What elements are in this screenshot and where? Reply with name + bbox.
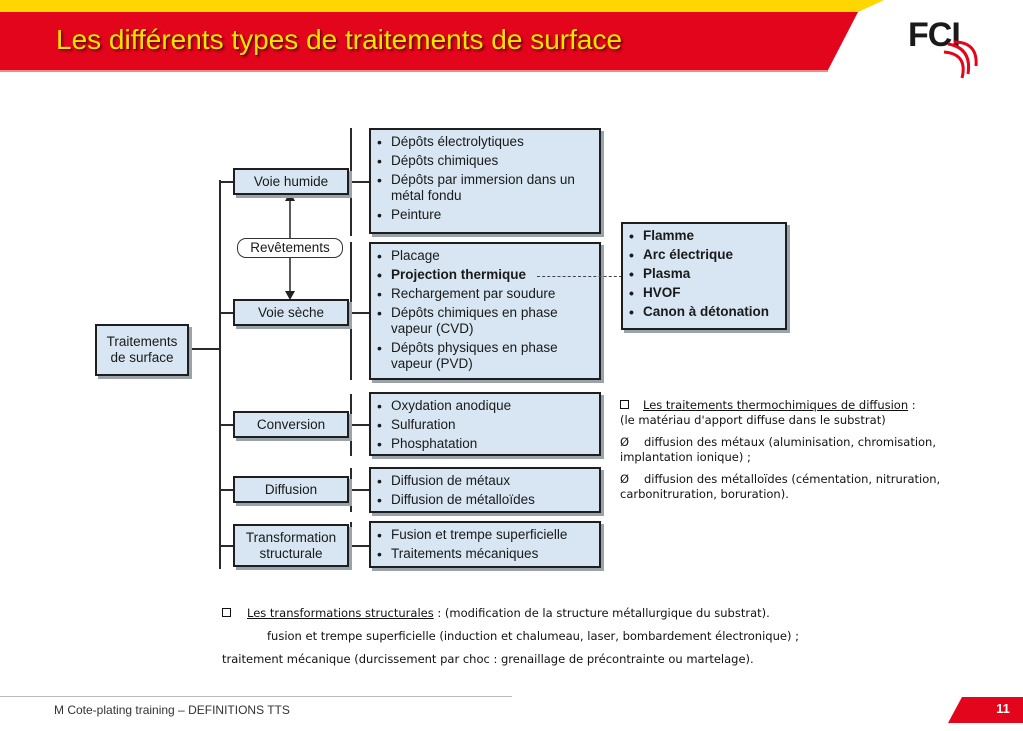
- footer-text: M Cote-plating training – DEFINITIONS TT…: [54, 703, 290, 717]
- trunk-line: [219, 180, 221, 569]
- fci-logo: FCI: [902, 10, 992, 80]
- branch-diffusion: [219, 489, 234, 491]
- items-voie-seche: Placage Projection thermique Rechargemen…: [369, 242, 601, 380]
- category-label: Conversion: [256, 416, 326, 432]
- list-item: Sulfuration: [377, 417, 593, 433]
- category-label: Voie sèche: [257, 304, 325, 320]
- branch-conversion: [219, 424, 234, 426]
- category-label: Diffusion: [264, 481, 318, 497]
- header-bar: [0, 0, 884, 72]
- root-box: Traitements de surface: [95, 324, 189, 376]
- list-item: Dépôts chimiques en phase vapeur (CVD): [377, 305, 593, 337]
- items-conversion: Oxydation anodique Sulfuration Phosphata…: [369, 392, 601, 456]
- list-item: Rechargement par soudure: [377, 286, 593, 302]
- items-diffusion: Diffusion de métaux Diffusion de métallo…: [369, 467, 601, 513]
- structural-note-line2: traitement mécanique (durcissement par c…: [222, 652, 754, 666]
- category-diffusion: Diffusion: [233, 476, 349, 503]
- category-voie-humide: Voie humide: [233, 168, 349, 195]
- slide-title: Les différents types de traitements de s…: [56, 24, 623, 55]
- branch-voie-seche: [219, 312, 234, 314]
- thermo-note-line2: diffusion des métalloïdes (cémentation, …: [620, 472, 941, 501]
- checkbox-bullet-icon: [620, 400, 629, 409]
- list-item: Dépôts par immersion dans un métal fondu: [377, 172, 593, 204]
- items-projection-thermique: Flamme Arc électrique Plasma HVOF Canon …: [621, 222, 787, 330]
- arrow-bullet-icon: Ø: [620, 472, 630, 486]
- root-connector: [188, 348, 220, 350]
- vs-bracket-stub: [347, 312, 369, 314]
- list-item: Diffusion de métalloïdes: [377, 492, 593, 508]
- list-item: Plasma: [629, 266, 779, 282]
- list-item: Placage: [377, 248, 593, 264]
- thermo-note: Les traitements thermochimiques de diffu…: [620, 398, 970, 502]
- projection-dashed-link: [537, 276, 622, 277]
- list-item: Phosphatation: [377, 436, 593, 452]
- branch-transformation: [219, 545, 234, 547]
- structural-note: Les transformations structurales : (modi…: [222, 606, 862, 667]
- list-item: Dépôts chimiques: [377, 153, 593, 169]
- list-item: HVOF: [629, 285, 779, 301]
- items-voie-humide: Dépôts électrolytiques Dépôts chimiques …: [369, 128, 601, 234]
- list-item: Arc électrique: [629, 247, 779, 263]
- root-label: Traitements de surface: [106, 334, 178, 365]
- revetements-label: Revêtements: [237, 238, 343, 258]
- category-conversion: Conversion: [233, 411, 349, 438]
- structural-note-line1: fusion et trempe superficielle (inductio…: [267, 629, 799, 643]
- diff-bracket-stub: [347, 489, 369, 491]
- page-number-badge: [948, 697, 1023, 723]
- thermo-note-colon: :: [908, 398, 916, 412]
- checkbox-bullet-icon: [222, 608, 231, 617]
- items-transformation-structurale: Fusion et trempe superficielle Traitemen…: [369, 521, 601, 568]
- category-label: Voie humide: [253, 173, 329, 189]
- arrow-bullet-icon: Ø: [620, 435, 630, 449]
- list-item-projection-thermique: Projection thermique: [377, 267, 593, 283]
- category-label: Transformation structurale: [245, 529, 337, 561]
- list-item: Diffusion de métaux: [377, 473, 593, 489]
- structural-note-after-title: : (modification de la structure métallur…: [433, 606, 770, 620]
- list-item: Peinture: [377, 207, 593, 223]
- structural-note-title: Les transformations structurales: [247, 606, 434, 620]
- category-transformation-structurale: Transformation structurale: [233, 524, 349, 567]
- vh-bracket-stub: [347, 181, 369, 183]
- thermo-note-line1: diffusion des métaux (aluminisation, chr…: [620, 435, 936, 464]
- footer-divider: [0, 696, 512, 697]
- list-item: Flamme: [629, 228, 779, 244]
- trans-bracket-stub: [347, 545, 369, 547]
- list-item: Oxydation anodique: [377, 398, 593, 414]
- vs-bracket: [350, 242, 352, 380]
- category-voie-seche: Voie sèche: [233, 299, 349, 326]
- thermo-note-subtitle: (le matériau d'apport diffuse dans le su…: [620, 413, 886, 427]
- branch-voie-humide: [219, 181, 234, 183]
- page-number: 11: [996, 701, 1010, 716]
- thermo-note-title: Les traitements thermochimiques de diffu…: [643, 398, 909, 412]
- conv-bracket-stub: [347, 424, 369, 426]
- logo-text: FCI: [908, 16, 961, 54]
- list-item: Dépôts physiques en phase vapeur (PVD): [377, 340, 593, 372]
- list-item: Fusion et trempe superficielle: [377, 527, 593, 543]
- list-item: Dépôts électrolytiques: [377, 134, 593, 150]
- logo-swoosh-icon: [943, 40, 978, 79]
- list-item: Traitements mécaniques: [377, 546, 593, 562]
- list-item: Canon à détonation: [629, 304, 779, 320]
